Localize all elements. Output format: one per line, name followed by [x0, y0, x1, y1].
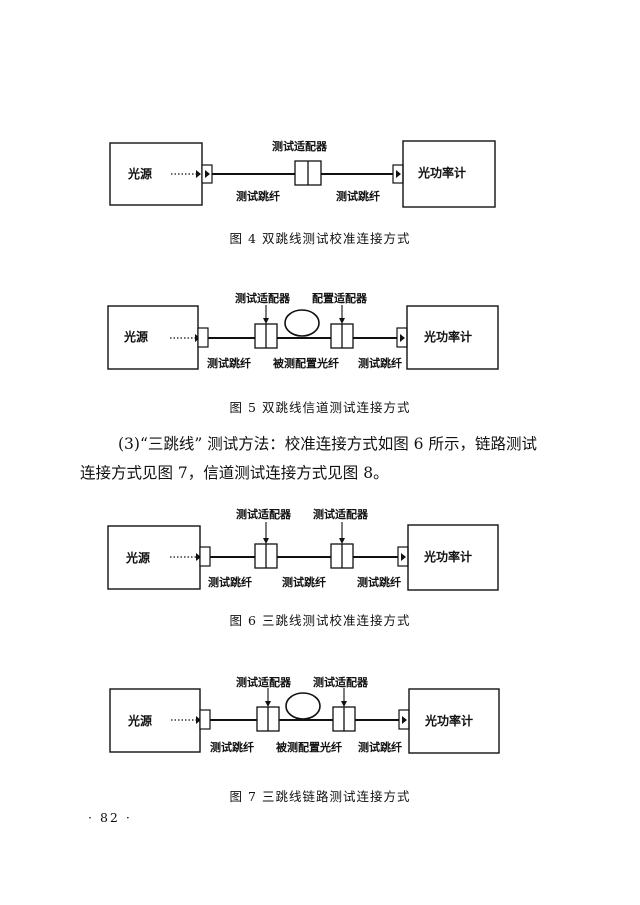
adapter-label: 配置适配器 [312, 291, 368, 305]
fiber-label: 测试跳纤 [357, 575, 401, 589]
power-meter-box [407, 524, 499, 591]
fiber-label: 被测配置光纤 [276, 740, 342, 754]
adapter-label: 测试适配器 [235, 291, 291, 305]
source-port [199, 546, 211, 567]
fiber-label: 被测配置光纤 [273, 356, 339, 370]
pointer-arrow-icon [263, 318, 269, 324]
fiber-label: 测试跳纤 [358, 356, 402, 370]
adapter-label: 测试适配器 [272, 139, 328, 153]
figure-4: 光源 测试适配器 光功率计 测试跳纤 测试跳纤 [109, 139, 496, 208]
power-meter-label: 光功率计 [423, 329, 472, 344]
fiber-label: 测试跳纤 [236, 189, 280, 203]
fiber-label: 测试跳纤 [282, 575, 326, 589]
light-source-label: 光源 [127, 166, 152, 181]
paragraph-line-2: 连接方式见图 7，信道测试连接方式见图 8。 [80, 464, 389, 482]
fiber-label: 测试跳纤 [208, 575, 252, 589]
body-paragraph: (3)“三跳线” 测试方法：校准连接方式如图 6 所示，链路测试 连接方式见图 … [80, 430, 580, 488]
figure-6-caption: 图 6 三跳线测试校准连接方式 [229, 613, 411, 628]
power-meter-label: 光功率计 [423, 549, 472, 564]
pointer-arrow-icon [339, 318, 345, 324]
light-source-label: 光源 [127, 713, 152, 728]
adapter-label: 测试适配器 [313, 507, 369, 521]
power-meter-box [406, 305, 499, 370]
power-meter-box [408, 688, 500, 754]
paragraph-line-1: (3)“三跳线” 测试方法：校准连接方式如图 6 所示，链路测试 [118, 435, 537, 453]
page-number: · 82 · [88, 810, 132, 825]
fiber-label: 测试跳纤 [358, 740, 402, 754]
fiber-coil [285, 692, 321, 720]
arrow-head-icon [196, 170, 201, 178]
power-meter-box [402, 140, 496, 208]
pointer-arrow-icon [263, 538, 269, 544]
power-meter-label: 光功率计 [424, 713, 473, 728]
figure-7-caption: 图 7 三跳线链路测试连接方式 [229, 789, 411, 804]
port-arrow-icon [401, 553, 406, 561]
adapter-label: 测试适配器 [236, 507, 292, 521]
figure-6: 光源 测试适配器 测试适配器 光功率计 测试跳纤 测试跳纤 测试跳纤 [107, 507, 499, 591]
fiber-label: 测试跳纤 [210, 740, 254, 754]
fiber-coil [284, 309, 320, 337]
light-source-box [109, 142, 203, 206]
adapter-label: 测试适配器 [236, 675, 292, 689]
arrow-head-icon [196, 716, 201, 724]
fiber-label: 测试跳纤 [336, 189, 380, 203]
figure-7: 光源 测试适配器 测试适配器 光功率计 测试跳纤 被测配置光纤 测试跳纤 [109, 675, 500, 754]
light-source-label: 光源 [123, 329, 148, 344]
figure-5-caption: 图 5 双跳线信道测试连接方式 [229, 400, 411, 415]
pointer-arrow-icon [341, 701, 347, 707]
power-meter-label: 光功率计 [417, 165, 466, 180]
source-port [199, 709, 211, 730]
port-arrow-icon [400, 334, 405, 342]
port-arrow-icon [402, 716, 407, 724]
pointer-arrow-icon [265, 701, 271, 707]
figure-4-caption: 图 4 双跳线测试校准连接方式 [229, 231, 411, 246]
figure-5: 光源 测试适配器 配置适配器 光功率计 测试跳纤 被测配置光纤 测试跳纤 [107, 291, 499, 370]
fiber-label: 测试跳纤 [207, 356, 251, 370]
pointer-arrow-icon [339, 538, 345, 544]
arrow-head-icon [196, 553, 201, 561]
adapter-label: 测试适配器 [313, 675, 369, 689]
light-source-label: 光源 [125, 550, 150, 565]
port-arrow-icon [396, 170, 401, 178]
port-arrow-icon [205, 170, 210, 178]
source-port [197, 327, 209, 348]
light-source-box [107, 525, 201, 590]
